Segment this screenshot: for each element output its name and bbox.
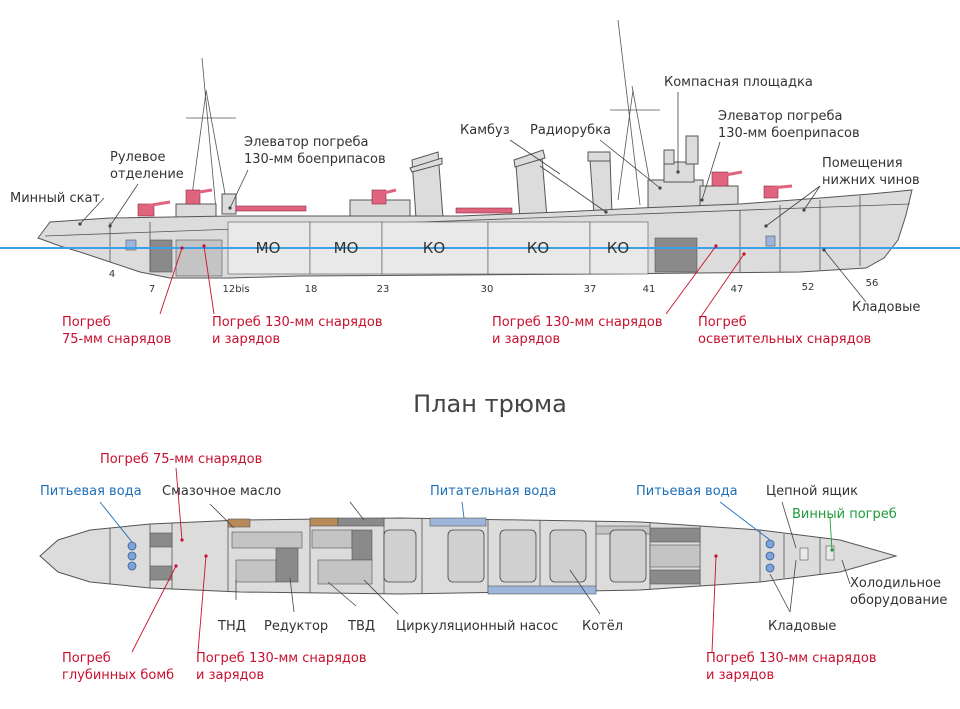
label-vinny: Винный погреб	[792, 507, 897, 522]
label-glub-2: глубинных бомб	[62, 668, 174, 683]
label-p130a-2: и зарядов	[196, 668, 264, 683]
frame-47: 47	[731, 284, 744, 295]
label-cirk: Циркуляционный насос	[396, 619, 558, 634]
boilers	[383, 529, 647, 583]
fore-mast	[186, 57, 236, 211]
bridge	[175, 135, 739, 219]
label-elevator1-1: Элеватор погреба	[244, 135, 368, 150]
label-holod-1: Холодильное	[850, 576, 941, 591]
label-p130a-1: Погреб 130-мм снарядов	[196, 651, 367, 666]
frame-18: 18	[305, 284, 318, 295]
label-cepnoy: Цепной ящик	[766, 484, 858, 499]
frame-41: 41	[643, 284, 656, 295]
label-kladovye-profile: Кладовые	[852, 300, 920, 315]
label-elevator2-2: 130-мм боеприпасов	[718, 126, 860, 141]
funnels	[409, 149, 613, 219]
frame-56: 56	[866, 278, 879, 289]
label-pogreb130a-2: и зарядов	[212, 332, 280, 347]
label-pogreb-osv-1: Погреб	[698, 315, 747, 330]
label-rulevoe-2: отделение	[110, 167, 184, 182]
frame-30: 30	[481, 284, 494, 295]
plan-title: План трюма	[413, 390, 567, 418]
frame-52: 52	[802, 282, 815, 293]
label-pogreb130b-2: и зарядов	[492, 332, 560, 347]
frame-23: 23	[377, 284, 390, 295]
label-reduktor: Редуктор	[264, 619, 328, 634]
room-ko-2: КО	[527, 239, 549, 257]
plan-side-tanks	[149, 517, 701, 595]
plan-color-leaders	[99, 467, 834, 653]
profile-red-leaders	[159, 244, 746, 319]
label-kladovye-plan: Кладовые	[768, 619, 836, 634]
room-mo-1: МО	[256, 239, 281, 257]
label-kambuz: Камбуз	[460, 123, 510, 138]
label-elevator1-2: 130-мм боеприпасов	[244, 152, 386, 167]
label-pogreb130b-1: Погреб 130-мм снарядов	[492, 315, 663, 330]
label-pogreb75-2: 75-мм снарядов	[62, 332, 171, 347]
label-pogreb130a-1: Погреб 130-мм снарядов	[212, 315, 383, 330]
frame-4: 4	[109, 269, 115, 280]
profile-leaders	[78, 92, 867, 303]
side-profile: МО МО КО КО КО 4 7 12bis 18 23 30 37 41 …	[0, 19, 960, 347]
frame-37: 37	[584, 284, 597, 295]
label-p130b-2: и зарядов	[706, 668, 774, 683]
room-ko-3: КО	[607, 239, 629, 257]
plan-leaders	[209, 501, 851, 615]
label-pomesch-1: Помещения	[822, 156, 903, 171]
label-holod-2: оборудование	[850, 593, 947, 608]
room-ko-1: КО	[423, 239, 445, 257]
label-kotel: Котёл	[582, 619, 623, 634]
water-tanks	[127, 539, 835, 573]
label-pitevaya-2: Питьевая вода	[636, 484, 738, 499]
label-pitevaya-1: Питьевая вода	[40, 484, 142, 499]
label-smazochnoe: Смазочное масло	[162, 484, 281, 499]
label-pogreb75-plan: Погреб 75-мм снарядов	[100, 452, 262, 467]
label-glub-1: Погреб	[62, 651, 111, 666]
label-tnd: ТНД	[217, 619, 246, 634]
label-pomesch-2: нижних чинов	[822, 173, 920, 188]
label-pitatelnaya: Питательная вода	[430, 484, 556, 499]
label-kompas: Компасная площадка	[664, 75, 813, 90]
turbines	[231, 529, 373, 585]
guns	[137, 170, 793, 217]
label-rulevoe-1: Рулевое	[110, 150, 165, 165]
label-pogreb-osv-2: осветительных снарядов	[698, 332, 871, 347]
room-mo-2: МО	[334, 239, 359, 257]
frame-7: 7	[149, 284, 155, 295]
label-minny-skat: Минный скат	[10, 191, 100, 206]
label-elevator2-1: Элеватор погреба	[718, 109, 842, 124]
hold-plan: Погреб 75-мм снарядов Питьевая вода Смаз…	[39, 452, 947, 683]
main-mast	[610, 19, 660, 206]
label-tvd: ТВД	[347, 619, 375, 634]
label-radiorubka: Радиорубка	[530, 123, 611, 138]
label-pogreb75-1: Погреб	[62, 315, 111, 330]
frame-12bis: 12bis	[222, 284, 249, 295]
label-p130b-1: Погреб 130-мм снарядов	[706, 651, 877, 666]
